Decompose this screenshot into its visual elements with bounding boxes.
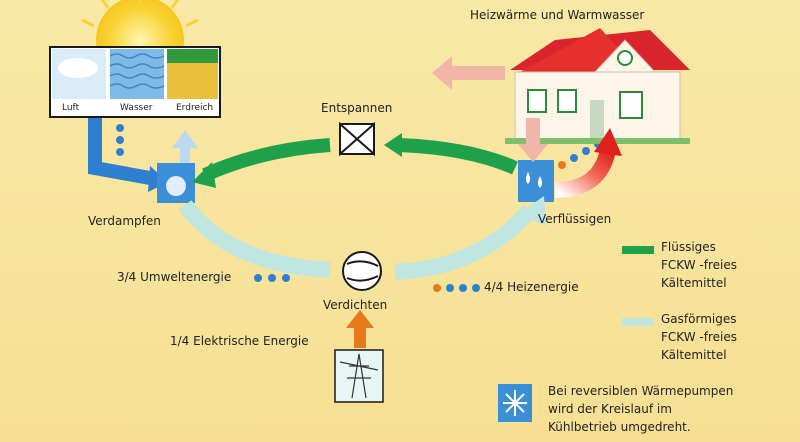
power-pylon-image (334, 349, 384, 403)
step-expand-label: Entspannen (321, 101, 393, 115)
legend-gas-swatch (622, 318, 654, 326)
step-compress-label: Verdichten (323, 298, 388, 312)
condenser-exchanger (518, 160, 554, 202)
liquid-flow-right (399, 138, 518, 175)
legend-liquid-swatch (622, 246, 654, 254)
water-image (109, 49, 165, 99)
gas-flow-left (178, 200, 331, 278)
source-label-air: Luft (62, 103, 80, 113)
heat-energy-label: 4/4 Heizenergie (484, 280, 579, 294)
environment-dots (254, 274, 290, 282)
electric-arrow (354, 326, 366, 348)
gas-flow-right (394, 204, 537, 280)
return-arrow (172, 130, 198, 148)
energy-source-panel (49, 46, 221, 118)
house-image (505, 28, 690, 144)
liquid-flow-left (202, 138, 331, 182)
house-arrow-left (450, 66, 505, 80)
soil-image (167, 49, 218, 99)
heat-arrow (554, 148, 616, 198)
source-arrow (88, 118, 152, 185)
electric-energy-label: 1/4 Elektrische Energie (170, 334, 309, 348)
legend-gas: Gasförmiges FCKW -freies Kältemittel (661, 312, 737, 362)
source-dots (116, 124, 124, 156)
environment-energy-label: 3/4 Umweltenergie (117, 270, 232, 284)
evaporator-exchanger (157, 163, 195, 203)
snowflake-icon (498, 384, 532, 422)
legend-reversible-note: Bei reversiblen Wärmepumpen wird der Kre… (548, 384, 734, 434)
heat-dots (433, 284, 480, 292)
source-label-water: Wasser (120, 103, 153, 113)
house-arrow-down (526, 118, 540, 146)
step-evaporate-label: Verdampfen (88, 214, 161, 228)
legend-liquid: Flüssiges FCKW -freies Kältemittel (661, 240, 737, 290)
step-condense-label: Verflüssigen (538, 212, 612, 226)
compressor-icon (342, 251, 382, 291)
source-label-soil: Erdreich (176, 103, 214, 113)
diagram-title: Heizwärme und Warmwasser (470, 8, 645, 22)
expansion-valve-icon (339, 121, 375, 157)
